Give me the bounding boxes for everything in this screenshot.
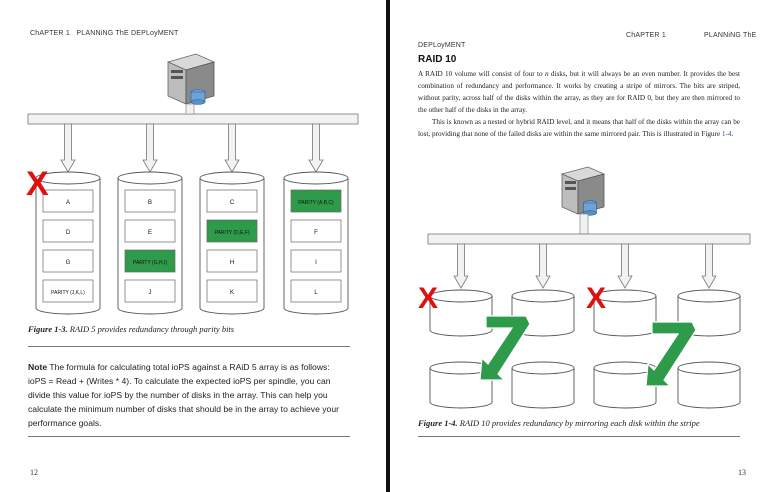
note-label: Note — [28, 362, 48, 372]
down-arrow — [224, 123, 240, 173]
block-label: B — [148, 200, 152, 206]
data-block — [290, 279, 342, 303]
section-heading: RAID 10 — [418, 54, 457, 65]
left-page: ChAPTER 1 PLANNiNG ThE DEPLoyMENT A D G PAR… — [26, 30, 359, 477]
header-chapter: ChAPTER 1 — [626, 32, 666, 39]
data-block — [42, 189, 94, 213]
data-block — [42, 249, 94, 273]
raid5-figure: A D G PARITY (J,K,L) B E PARITY (G,H,I) J C PARIT… — [26, 53, 359, 315]
caption-label: Figure 1-3. — [28, 324, 68, 334]
raid10-figure: X X — [418, 166, 751, 409]
page-number: 12 — [30, 468, 38, 477]
disk-cylinder — [429, 289, 493, 337]
block-label: H — [230, 260, 234, 266]
figure-caption: Figure 1-4. RAID 10 provides redundancy … — [418, 418, 700, 428]
data-block — [42, 279, 94, 303]
failed-disk-mark: X — [586, 282, 606, 315]
down-arrow — [701, 243, 717, 289]
disk-cylinder: C PARITY (D,E,F) H K — [199, 171, 265, 315]
block-label: PARITY (A,B,C) — [298, 200, 334, 206]
failed-disk-mark: X — [418, 282, 438, 315]
body-text: A RAID 10 volume will consist of four to… — [418, 68, 740, 140]
down-arrow — [308, 123, 324, 173]
paragraph: This is known as a nested or hybrid RAID… — [418, 118, 740, 138]
down-arrow — [535, 243, 551, 289]
disk-cylinder — [593, 289, 657, 337]
note-rule-bottom — [28, 436, 350, 437]
failed-disk-mark: X — [26, 165, 49, 203]
page-divider — [386, 0, 390, 492]
parity-block — [124, 249, 176, 273]
right-page — [390, 0, 768, 492]
mirror-arrow — [479, 315, 531, 381]
down-arrow — [60, 123, 76, 173]
block-label: E — [148, 230, 152, 236]
disk-cylinder — [593, 361, 657, 409]
note-text: The formula for calculating total ioPS a… — [28, 362, 339, 428]
parity-block — [290, 189, 342, 213]
block-label: I — [315, 260, 317, 266]
down-arrow — [142, 123, 158, 173]
paragraph: A RAID 10 volume will consist of four to… — [418, 70, 741, 114]
data-block — [42, 219, 94, 243]
figure-caption: Figure 1-3. RAID 5 provides redundancy t… — [28, 324, 234, 334]
header-title: PLANNiNG ThE DEPLoyMENT — [76, 30, 179, 37]
header-title-continued: DEPLoyMENT — [418, 42, 466, 49]
block-label: PARITY (D,E,F) — [214, 230, 249, 236]
caption-rule — [418, 436, 740, 437]
server-icon — [166, 53, 216, 105]
block-label: L — [314, 290, 318, 296]
block-label: D — [66, 230, 71, 236]
disk-cylinder: PARITY (A,B,C) F I L — [283, 171, 349, 315]
note-box: Note The formula for calculating total i… — [28, 360, 350, 430]
block-label: F — [314, 230, 318, 236]
caption-text: RAID 10 provides redundancy by mirroring… — [459, 418, 700, 428]
note-rule-top — [28, 346, 350, 347]
figure-link[interactable]: 1-4 — [721, 130, 732, 138]
block-label: K — [230, 290, 234, 296]
down-arrow — [617, 243, 633, 289]
caption-text: RAID 5 provides redundancy through parit… — [69, 324, 235, 334]
running-header: ChAPTER 1 PLANNiNG ThE DEPLoyMENT — [30, 30, 178, 37]
block-label: J — [149, 290, 152, 296]
header-chapter: ChAPTER 1 — [30, 30, 70, 37]
caption-label: Figure 1-4. — [418, 418, 458, 428]
disk-cylinder — [429, 361, 493, 409]
bus-bar — [427, 233, 751, 245]
block-label: G — [66, 260, 71, 266]
data-block — [290, 249, 342, 273]
disk-cylinder: B E PARITY (G,H,I) J — [117, 171, 183, 315]
data-block — [124, 189, 176, 213]
data-block — [290, 219, 342, 243]
data-block — [206, 279, 258, 303]
server-icon — [560, 166, 606, 216]
disk-cylinder: A D G PARITY (J,K,L) — [35, 171, 101, 315]
data-block — [124, 219, 176, 243]
down-arrow — [453, 243, 469, 289]
data-block — [206, 249, 258, 273]
data-block — [206, 189, 258, 213]
page-number: 13 — [738, 468, 746, 477]
block-label: PARITY (J,K,L) — [51, 290, 85, 296]
disk-cylinder — [677, 361, 741, 409]
disk-cylinder — [511, 361, 575, 409]
mirror-arrow — [645, 321, 697, 387]
bus-bar — [27, 113, 359, 125]
block-label: PARITY (G,H,I) — [133, 260, 167, 266]
block-label: A — [66, 200, 70, 206]
block-label: C — [230, 200, 235, 206]
header-title: PLANNiNG ThE — [704, 32, 757, 39]
data-block — [124, 279, 176, 303]
parity-block — [206, 219, 258, 243]
